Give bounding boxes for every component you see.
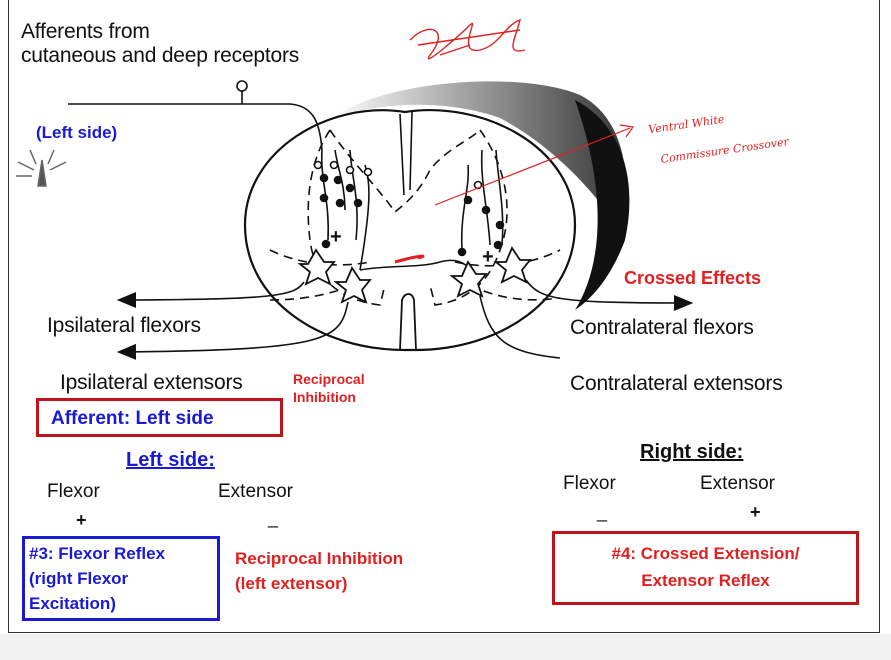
afferents-label-line2: cutaneous and deep receptors [21, 44, 300, 67]
afferent-left-side-box: Afferent: Left side [36, 398, 283, 437]
plus-sign-right: + [482, 246, 494, 268]
right-extensor-sign: + [750, 502, 761, 522]
cord-outline [243, 108, 577, 352]
crossed-extension-line2: Extensor Reflex [641, 571, 770, 590]
motor-axons [116, 279, 694, 360]
contralateral-flexors-label: Contralateral flexors [570, 316, 754, 339]
red-arrow-line [434, 124, 635, 206]
reciprocal-inhibition-line2: (left extensor) [235, 574, 348, 593]
receptor-soma [236, 80, 248, 92]
cord-shading-right [575, 100, 630, 310]
contralateral-extensors-label: Contralateral extensors [570, 372, 783, 395]
afferent-box-text: Afferent: Left side [51, 408, 214, 429]
scribble-mark [409, 18, 526, 60]
reciprocal-inhibition-line1: Reciprocal Inhibition [235, 549, 404, 568]
flexor-reflex-line1: #3: Flexor Reflex [29, 544, 166, 563]
right-extensor-label: Extensor [700, 473, 775, 494]
left-flexor-sign: + [76, 510, 87, 530]
plus-sign-left: + [330, 226, 342, 248]
left-side-tag: (Left side) [36, 123, 118, 142]
right-flexor-sign: _ [597, 502, 608, 522]
dorsal-septum [399, 111, 413, 196]
afferent-fiber [68, 103, 323, 151]
cord-shading [330, 81, 626, 230]
afferents-label-line1: Afferents from [21, 20, 150, 43]
crossed-effects-label: Crossed Effects [624, 268, 762, 288]
left-interneurons [313, 149, 373, 271]
red-crossover-line [394, 254, 425, 264]
flexor-reflex-box: #3: Flexor Reflex (right Flexor Excitati… [22, 536, 220, 621]
ipsilateral-extensors-label: Ipsilateral extensors [60, 371, 243, 394]
motor-neurons [297, 246, 532, 304]
bottom-strip [0, 634, 891, 660]
right-flexor-label: Flexor [563, 473, 616, 494]
left-extensor-label: Extensor [218, 481, 293, 502]
crossed-extension-box: #4: Crossed Extension/ Extensor Reflex [552, 531, 859, 605]
crossed-extension-line1: #4: Crossed Extension/ [611, 544, 800, 563]
reciprocal-label-line1: Reciprocal [293, 371, 365, 387]
reciprocal-label-line2: Inhibition [293, 389, 356, 405]
right-side-heading: Right side: [640, 441, 744, 463]
flexor-reflex-line3: Excitation) [29, 594, 116, 613]
left-extensor-sign: _ [268, 508, 279, 528]
ventral-fissure [399, 293, 417, 351]
left-side-heading: Left side: [126, 449, 215, 471]
left-flexor-label: Flexor [47, 481, 100, 502]
right-interneurons [457, 149, 505, 257]
alarm-icon [16, 149, 67, 187]
flexor-reflex-line2: (right Flexor [29, 569, 129, 588]
commissural-fiber [359, 259, 471, 271]
ipsilateral-flexors-label: Ipsilateral flexors [47, 314, 201, 337]
